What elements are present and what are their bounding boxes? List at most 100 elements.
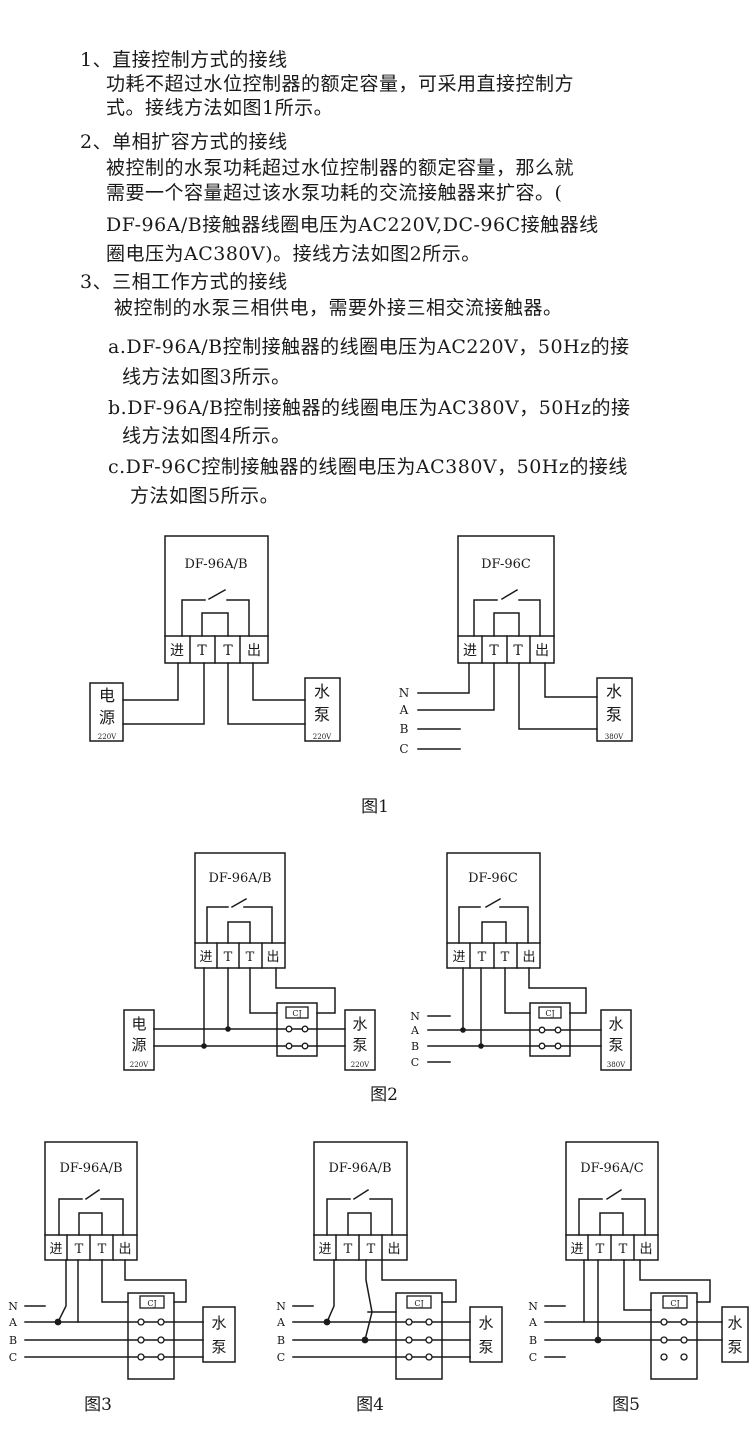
fig3-caption: 图3 [84,1395,112,1415]
section3-title: 3、三相工作方式的接线 [80,271,288,293]
fig4-caption: 图4 [356,1395,384,1415]
fig5-phase-b: B [529,1334,537,1347]
fig1-power-char1: 电 [99,686,115,705]
section1-title: 1、直接控制方式的接线 [80,49,288,71]
fig1-left-terminal-in: 进 [170,643,184,659]
fig4-model: DF-96A/B [328,1161,391,1176]
fig2-caption: 图2 [370,1085,398,1105]
fig3-terminal-out: 出 [118,1242,131,1257]
fig4-unit [313,1141,408,1261]
fig3-unit [44,1141,138,1261]
fig1-right-unit [457,535,555,664]
fig2-right-pump-char2: 泵 [608,1036,623,1054]
junction-dots [54,1026,602,1344]
fig1-right-pump-char2: 泵 [606,705,622,724]
fig1-left-model: DF-96A/B [184,557,247,572]
fig2-power-voltage: 220V [130,1061,149,1069]
fig1-left-pump-char1: 水 [314,682,330,701]
fig1-power-char2: 源 [99,708,115,727]
fig3-phase-c: C [9,1351,17,1364]
contactor-contacts [137,1025,688,1361]
fig1-left-wires [89,662,341,742]
fig4-pump-char2: 泵 [478,1338,493,1356]
fig5-contactor: CJ [670,1299,679,1308]
fig4-terminal-out: 出 [387,1242,400,1257]
fig2-left-pump-char2: 泵 [352,1036,367,1054]
fig1-left-terminal-out: 出 [247,643,261,659]
fig2-left-terminal-out: 出 [266,950,279,965]
section3-b-line1: b.DF-96A/B控制接触器的线圈电压为AC380V，50Hz的接 [108,397,631,419]
fig5-caption: 图5 [612,1395,640,1415]
fig1-right-terminal-out: 出 [535,643,549,659]
section3-a-line1: a.DF-96A/B控制接触器的线圈电压为AC220V，50Hz的接 [108,336,630,358]
fig1-right-terminal-t1: T [489,643,499,659]
fig1-caption: 图1 [361,797,389,817]
fig2-right-terminal-out: 出 [522,950,535,965]
fig2-right-pump-char1: 水 [608,1015,623,1033]
fig1-phase-c: C [399,742,408,756]
fig5-wires [544,1259,749,1380]
section2-line4: 圈电压为AC380V)。接线方法如图2所示。 [106,243,481,265]
fig4-phase-n: N [276,1300,286,1313]
fig4-phase-a: A [276,1316,286,1329]
section2-title: 2、单相扩容方式的接线 [80,131,288,153]
fig2-phase-a: A [410,1024,420,1037]
fig3-pump-char2: 泵 [211,1338,226,1356]
fig1-right-terminal-t2: T [513,643,523,659]
fig1-right-pump-voltage: 380V [605,733,624,741]
fig5-terminal-out: 出 [639,1242,652,1257]
fig2-right-wires [427,967,632,1071]
fig3-terminal-in: 进 [49,1242,62,1257]
section1-line1: 功耗不超过水位控制器的额定容量，可采用直接控制方 [106,73,575,95]
fig4-pump-char1: 水 [478,1314,493,1332]
fig5-model: DF-96A/C [580,1161,644,1176]
section1-line2: 式。接线方法如图1所示。 [106,97,334,119]
fig5-pump-char1: 水 [727,1314,742,1332]
fig2-right-pump-voltage: 380V [607,1061,626,1069]
fig1-left-pump-char2: 泵 [314,705,330,724]
fig2-phase-n: N [410,1010,420,1023]
fig2-phase-b: B [411,1040,419,1053]
fig1-right-wires [417,662,633,750]
fig5-phase-c: C [529,1351,537,1364]
fig1-phase-n: N [399,686,410,700]
fig3-phase-a: A [8,1316,18,1329]
fig5-unit [565,1141,659,1261]
fig2-left-terminal-in: 进 [199,950,212,965]
section3-a-line2: 线方法如图3所示。 [122,366,291,388]
contactor-coils [139,1006,688,1309]
fig1-left-terminal-t2: T [223,643,233,659]
fig2-left-pump-voltage: 220V [351,1061,370,1069]
fig5-terminal-t2: T [619,1242,628,1257]
fig1-left-terminal-t1: T [197,643,207,659]
fig2-left-wires [123,967,376,1071]
fig5-phase-a: A [528,1316,538,1329]
fig2-left-terminal-t2: T [246,950,255,965]
fig1-phase-a: A [399,703,409,717]
fig4-terminal-t2: T [367,1242,376,1257]
fig2-right-unit [446,852,541,969]
fig5-terminal-t1: T [596,1242,605,1257]
fig1-left-pump-voltage: 220V [313,733,332,741]
fig3-pump-char1: 水 [211,1314,226,1332]
fig2-right-terminal-t2: T [501,950,510,965]
fig2-right-terminal-t1: T [478,950,487,965]
section3-b-line2: 线方法如图4所示。 [122,425,291,447]
fig4-phase-c: C [277,1351,285,1364]
section3-c-line2: 方法如图5所示。 [130,485,280,507]
fig4-terminal-t1: T [344,1242,353,1257]
fig4-terminal-in: 进 [318,1242,331,1257]
fig5-phase-n: N [528,1300,538,1313]
fig3-wires [24,1259,236,1380]
fig3-terminal-t2: T [98,1242,107,1257]
fig2-right-contactor: CJ [545,1009,554,1018]
fig3-phase-n: N [8,1300,18,1313]
fig1-power-voltage: 220V [98,733,117,741]
fig5-terminal-in: 进 [570,1242,583,1257]
fig3-terminal-t1: T [75,1242,84,1257]
fig3-model: DF-96A/B [59,1161,122,1176]
fig2-power-char1: 电 [131,1015,146,1033]
fig1-left-unit [164,535,269,664]
fig1-phase-b: B [400,722,409,736]
